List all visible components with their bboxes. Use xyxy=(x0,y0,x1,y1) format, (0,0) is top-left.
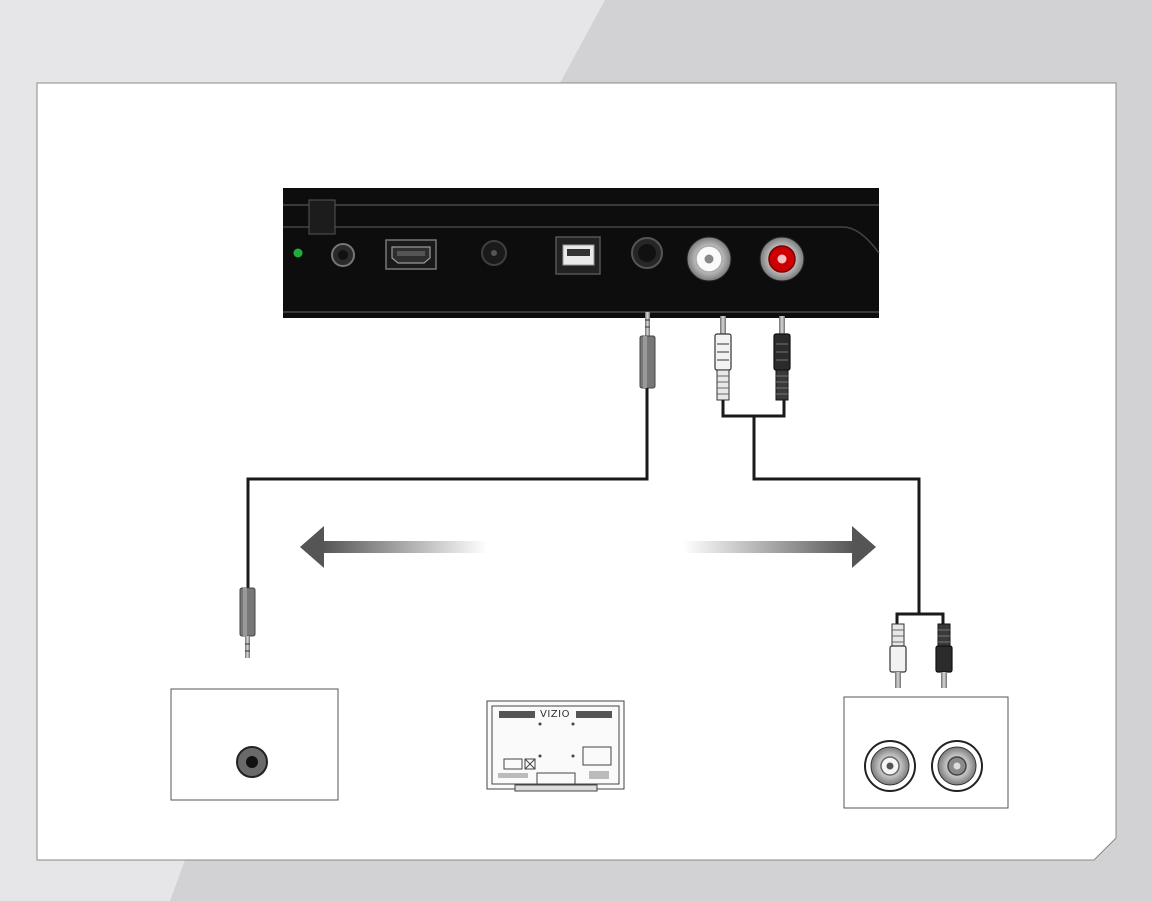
rca-red-jack xyxy=(760,237,804,281)
usb-port xyxy=(556,237,600,274)
rca-white-jack xyxy=(687,237,731,281)
rca-jack-box xyxy=(844,697,1008,808)
hdmi-port xyxy=(386,240,436,269)
headphone-jack-box xyxy=(171,689,338,800)
indicator-led xyxy=(294,249,303,258)
optical-port xyxy=(309,200,335,234)
tv-logo-text: VIZIO xyxy=(535,708,575,722)
device-rear-panel xyxy=(283,188,879,318)
